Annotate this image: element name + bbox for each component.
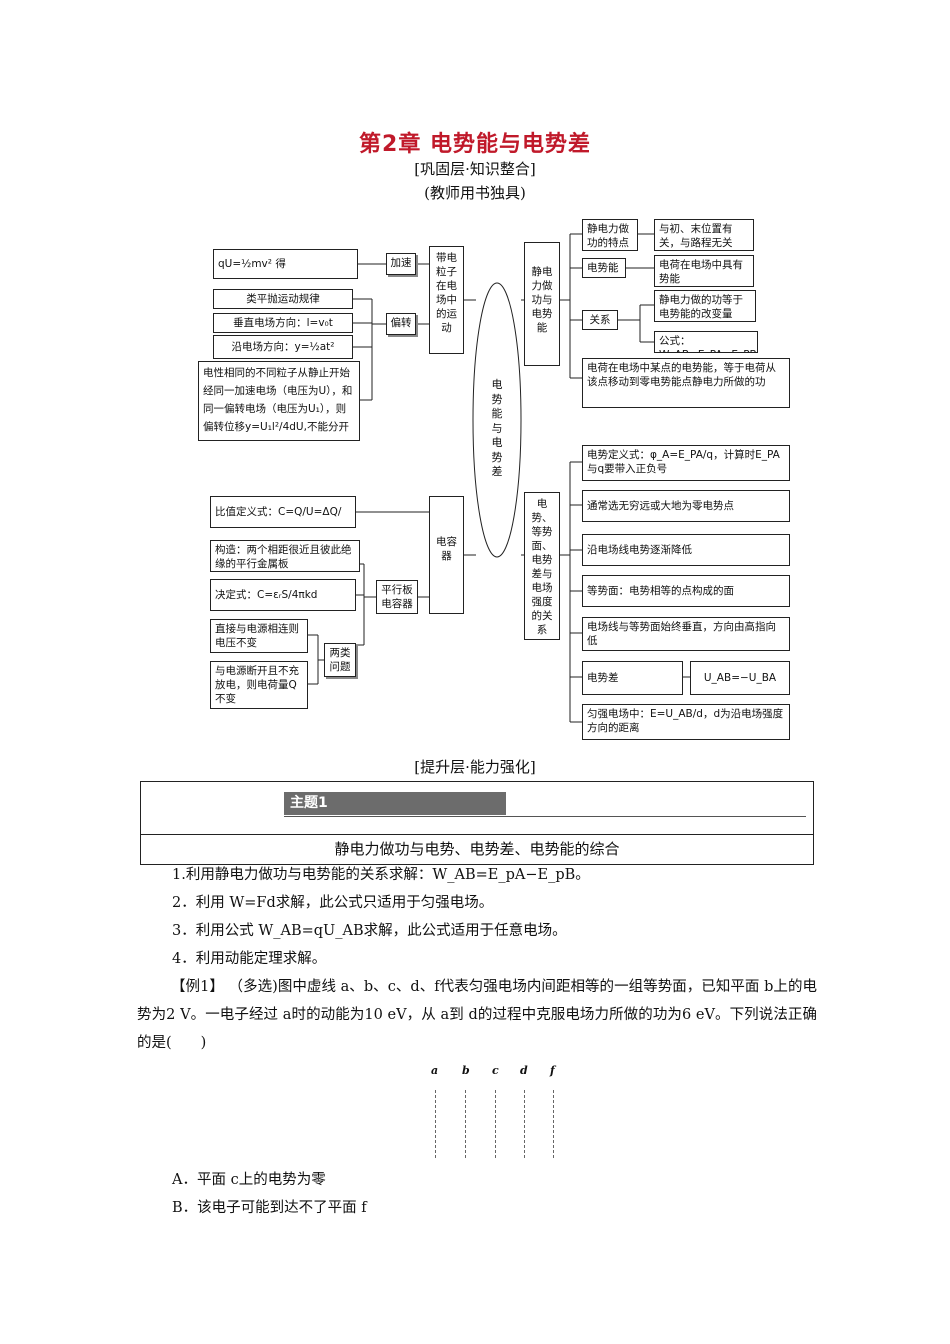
method-3: 3．利用公式 W_AB=qU_AB求解，此公式适用于任意电场。: [172, 923, 567, 939]
map-deflect-item-3: 沿电场方向：y=½at²: [213, 335, 353, 359]
map-cap-structure: 构造：两个相距很近且彼此绝缘的平行金属板: [210, 540, 360, 572]
plane-line-d: [524, 1090, 525, 1158]
section-improve-heading: [提升层·能力强化]: [414, 758, 536, 776]
map-relation-1: 静电力做的功等于电势能的改变量: [654, 290, 756, 322]
map-equipotential: 等势面：电势相等的点构成的面: [582, 575, 790, 607]
plane-label-d: d: [520, 1064, 528, 1077]
plane-line-a: [435, 1090, 436, 1158]
map-uniform-field: 匀强电场中：E=U_AB/d，d为沿电场强度方向的距离: [582, 704, 790, 740]
map-node-potential-relations: 电势、等势面、电势差与电场强度的关系: [524, 492, 560, 640]
plane-line-c: [495, 1090, 496, 1158]
method-2: 2．利用 W=Fd求解，此公式只适用于匀强电场。: [172, 895, 494, 911]
topic-rule: [284, 816, 806, 817]
map-perpendicular: 电场线与等势面始终垂直，方向由高指向低: [582, 617, 790, 651]
map-cap-determine: 决定式：C=εᵣS/4πkd: [210, 579, 356, 611]
banner-divider: [141, 834, 813, 835]
option-b: B．该电子可能到达不了平面 f: [172, 1200, 367, 1216]
map-work-feature-label: 静电力做功的特点: [582, 219, 638, 251]
map-pe-def: 电荷在电场中具有势能: [654, 255, 754, 287]
example-label: 【例1】: [171, 979, 224, 995]
map-work-feature: 与初、末位置有关，与路程无关: [654, 219, 754, 251]
map-deflect-note: 电性相同的不同粒子从静止开始经同一加速电场（电压为U），和同一偏转电场（电压为U…: [198, 361, 360, 441]
plane-line-b: [465, 1090, 466, 1158]
map-accel-formula: qU=½mv² 得 v=√(2qU/m): [213, 249, 358, 279]
map-parallel-plate: 平行板电容器: [376, 580, 418, 614]
plane-label-a: a: [431, 1064, 439, 1077]
method-4: 4．利用动能定理求解。: [172, 951, 327, 967]
example-text: （多选)图中虚线 a、b、c、d、f代表匀强电场内间距相等的一组等势面，已知平面…: [137, 979, 817, 1051]
map-deflect-item-1: 类平抛运动规律: [213, 289, 353, 309]
topic-banner: 主题1 静电力做功与电势、电势差、电势能的综合: [140, 781, 814, 865]
plane-label-b: b: [462, 1064, 470, 1077]
example-1: 【例1】 （多选)图中虚线 a、b、c、d、f代表匀强电场内间距相等的一组等势面…: [137, 973, 817, 1057]
map-node-work-and-pe: 静电力做功与电势能: [524, 242, 560, 366]
chapter-title: 第2章 电势能与电势差: [359, 132, 591, 157]
plane-label-c: c: [492, 1064, 499, 1077]
map-node-particle-motion: 带电粒子在电场中的运动: [429, 246, 464, 354]
map-pe-label: 电势能: [582, 258, 626, 278]
map-node-capacitor: 电容器: [429, 496, 464, 614]
map-relation-label: 关系: [582, 310, 618, 330]
map-potential-def: 电势定义式：φ_A=E_PA/q，计算时E_PA与q要带入正负号: [582, 445, 790, 481]
option-a: A．平面 c上的电势为零: [172, 1172, 326, 1188]
map-zero-reference: 通常选无穷远或大地为零电势点: [582, 490, 790, 522]
map-relation-2: 公式：W_AB=E_PA−E_PB: [654, 331, 758, 353]
map-pd-reverse: U_AB=−U_BA: [690, 661, 790, 695]
map-disconnected: 与电源断开且不充放电，则电荷量Q不变: [210, 661, 308, 709]
map-center-label: 电势能与电势差: [491, 378, 503, 478]
map-potential-decrease: 沿电场线电势逐渐降低: [582, 534, 790, 566]
map-two-kinds: 两类问题: [324, 643, 356, 677]
plane-label-f: f: [550, 1064, 555, 1077]
map-deflect-label: 偏转: [386, 313, 416, 335]
plane-line-f: [553, 1090, 554, 1158]
map-deflect-item-2: 垂直电场方向：l=v₀t: [213, 313, 353, 333]
subtitle-consolidate: [巩固层·知识整合]: [414, 160, 536, 178]
map-connected: 直接与电源相连则电压不变: [210, 619, 308, 653]
concept-map-lines: [308, 233, 690, 723]
subtitle-teacher: (教师用书独具): [424, 184, 526, 202]
method-1: 1.利用静电力做功与电势能的关系求解：W_AB=E_pA−E_pB。: [172, 867, 590, 883]
map-accel-label: 加速: [386, 253, 416, 275]
map-pe-point: 电荷在电场中某点的电势能，等于电荷从该点移动到零电势能点静电力所做的功: [582, 358, 790, 408]
topic-tag: 主题1: [284, 792, 506, 815]
map-cap-def: 比值定义式：C=Q/U=ΔQ/ΔU: [210, 496, 356, 528]
topic-title: 静电力做功与电势、电势差、电势能的综合: [334, 840, 620, 858]
